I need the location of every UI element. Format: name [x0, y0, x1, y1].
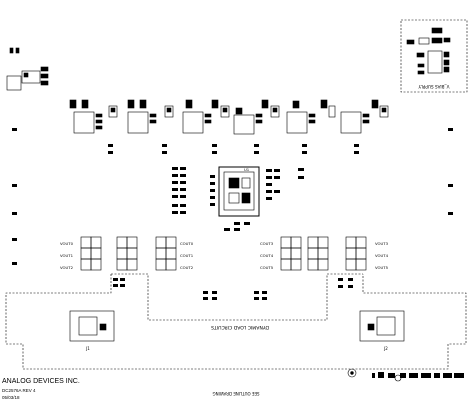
connector-j1-label: J1 [85, 346, 90, 351]
connector-j2-label: J2 [383, 346, 388, 351]
vout0-label: VOUT0 [60, 241, 74, 246]
cout2-label: COUT2 [180, 265, 194, 270]
cout1-label: COUT1 [180, 253, 194, 258]
load-connectors: J1 J2 [69, 310, 405, 351]
controller-area: U1 [172, 166, 304, 231]
vout2-label: VOUT2 [60, 265, 74, 270]
cout4-label: COUT4 [260, 253, 274, 258]
vout4-label: VOUT4 [375, 253, 389, 258]
phase-cell-1 [69, 99, 118, 134]
cout0-label: COUT0 [180, 241, 194, 246]
phase-cell-2 [127, 99, 174, 134]
top-left-parts [6, 47, 49, 91]
board-date: 05/03/18 [2, 395, 20, 400]
cap-bank-1 [80, 236, 102, 271]
cap-bank-4 [280, 236, 302, 271]
cap-bank-2 [116, 236, 138, 271]
vout3-label: VOUT3 [375, 241, 389, 246]
output-capacitor-banks [80, 236, 367, 271]
board-id: DC2576A REV 4 [2, 388, 36, 393]
cap-bank-5 [307, 236, 329, 271]
ic-u1-label: U1 [244, 167, 250, 172]
connector-j2: J2 [359, 310, 405, 351]
bias-supply-block: V_BIAS SUPPLY [400, 19, 468, 93]
dynamic-load-label: DYNAMIC LOAD CIRCUITS [211, 324, 269, 330]
vendor-logo-mirrored [372, 372, 464, 378]
cap-bank-6 [345, 236, 367, 271]
dynamic-load-outline [5, 273, 467, 370]
cout3-label: COUT3 [260, 241, 274, 246]
cap-bank-3 [155, 236, 177, 271]
load-circuit-passives [113, 278, 353, 300]
phase-cell-5 [286, 99, 336, 134]
phase-cell-6 [340, 99, 389, 134]
output-net-labels: VOUT0 VOUT1 VOUT2 COUT0 COUT1 COUT2 COUT… [60, 241, 389, 270]
phase-cell-3 [182, 99, 230, 134]
vendor-name: ANALOG DEVICES INC. [2, 378, 80, 385]
connector-j1: J1 [69, 310, 115, 351]
bottom-silkscreen-text: SEE OUTLINE DRAWING [212, 391, 259, 396]
phase-cell-row [69, 99, 389, 135]
cout5-label: COUT5 [260, 265, 274, 270]
passive-row-2 [108, 144, 359, 154]
vout1-label: VOUT1 [60, 253, 74, 258]
edge-passives [12, 128, 453, 265]
phase-cell-4 [233, 99, 280, 135]
bias-supply-label: V_BIAS SUPPLY [418, 84, 449, 89]
vout5-label: VOUT5 [375, 265, 389, 270]
